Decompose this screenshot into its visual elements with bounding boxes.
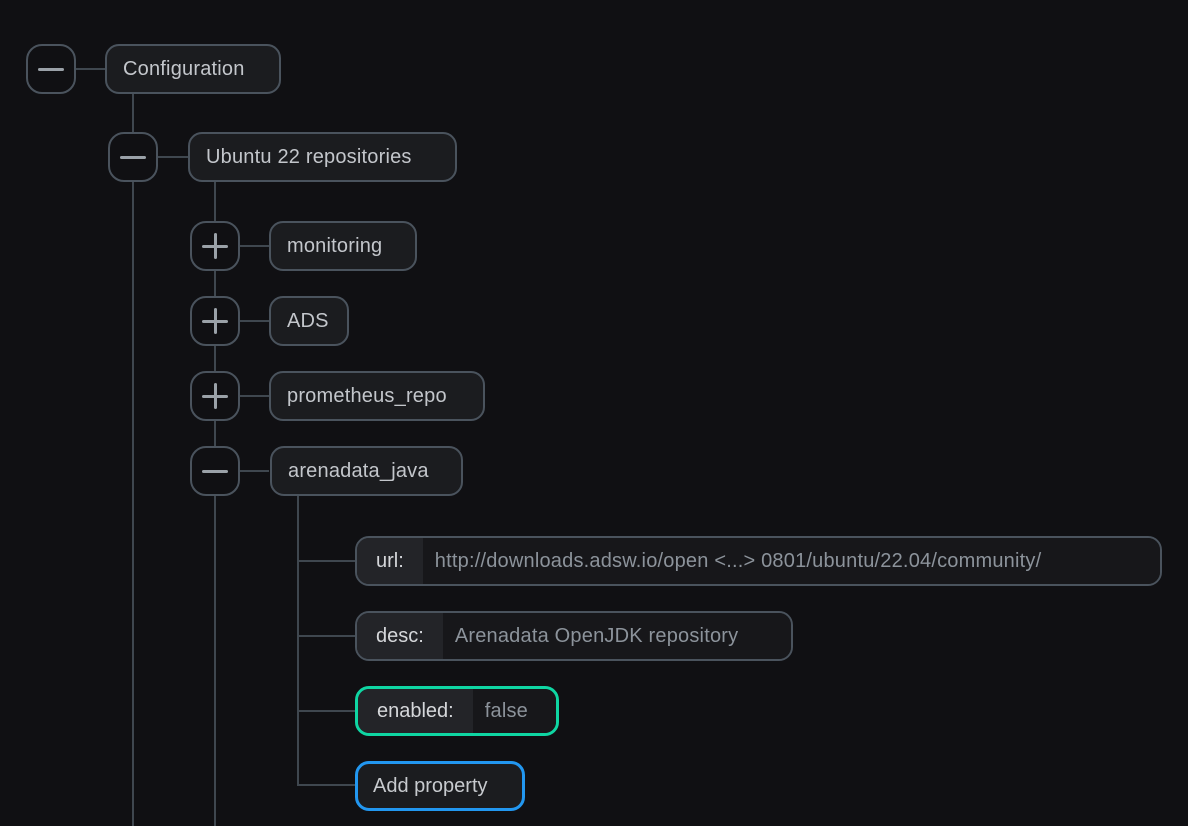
node-ads[interactable]: ADS xyxy=(269,296,349,346)
connector-line xyxy=(240,245,269,247)
connector-line xyxy=(297,560,355,562)
node-monitoring[interactable]: monitoring xyxy=(269,221,417,271)
node-ubuntu-22-repositories[interactable]: Ubuntu 22 repositories xyxy=(188,132,457,182)
plus-icon xyxy=(202,233,228,259)
connector-line xyxy=(297,710,355,712)
node-label: ADS xyxy=(287,309,329,332)
toggle-prometheus-repo[interactable] xyxy=(190,371,240,421)
toggle-ubuntu-22-repositories[interactable] xyxy=(108,132,158,182)
field-row-desc: desc: Arenadata OpenJDK repository xyxy=(355,611,793,661)
add-property-button[interactable]: Add property xyxy=(355,761,525,811)
minus-icon xyxy=(120,144,146,170)
plus-icon xyxy=(202,383,228,409)
field-row-enabled: enabled: false xyxy=(355,686,559,736)
field-key-enabled: enabled: xyxy=(358,689,473,733)
toggle-monitoring[interactable] xyxy=(190,221,240,271)
field-key-url: url: xyxy=(357,538,423,584)
node-configuration[interactable]: Configuration xyxy=(105,44,281,94)
toggle-ads[interactable] xyxy=(190,296,240,346)
node-label: arenadata_java xyxy=(288,459,429,482)
minus-icon xyxy=(38,56,64,82)
connector-line xyxy=(240,320,269,322)
connector-line xyxy=(297,784,355,786)
node-prometheus-repo[interactable]: prometheus_repo xyxy=(269,371,485,421)
add-property-label: Add property xyxy=(373,774,488,797)
connector-line xyxy=(297,635,355,637)
field-value-desc[interactable]: Arenadata OpenJDK repository xyxy=(442,613,791,659)
node-arenadata-java[interactable]: arenadata_java xyxy=(270,446,463,496)
field-key-desc: desc: xyxy=(357,613,443,659)
connector-line xyxy=(240,395,269,397)
field-value-enabled[interactable]: false xyxy=(472,689,556,733)
toggle-configuration[interactable] xyxy=(26,44,76,94)
connector-line xyxy=(240,470,269,472)
plus-icon xyxy=(202,308,228,334)
node-label: prometheus_repo xyxy=(287,384,447,407)
connector-line xyxy=(132,94,134,826)
node-label: Configuration xyxy=(123,57,245,80)
field-value-url[interactable]: http://downloads.adsw.io/open <...> 0801… xyxy=(422,538,1160,584)
connector-line xyxy=(214,182,216,826)
connector-line xyxy=(297,496,299,786)
connector-line xyxy=(76,68,105,70)
node-label: Ubuntu 22 repositories xyxy=(206,145,412,168)
field-row-url: url: http://downloads.adsw.io/open <...>… xyxy=(355,536,1162,586)
minus-icon xyxy=(202,458,228,484)
node-label: monitoring xyxy=(287,234,383,257)
connector-line xyxy=(158,156,188,158)
toggle-arenadata-java[interactable] xyxy=(190,446,240,496)
